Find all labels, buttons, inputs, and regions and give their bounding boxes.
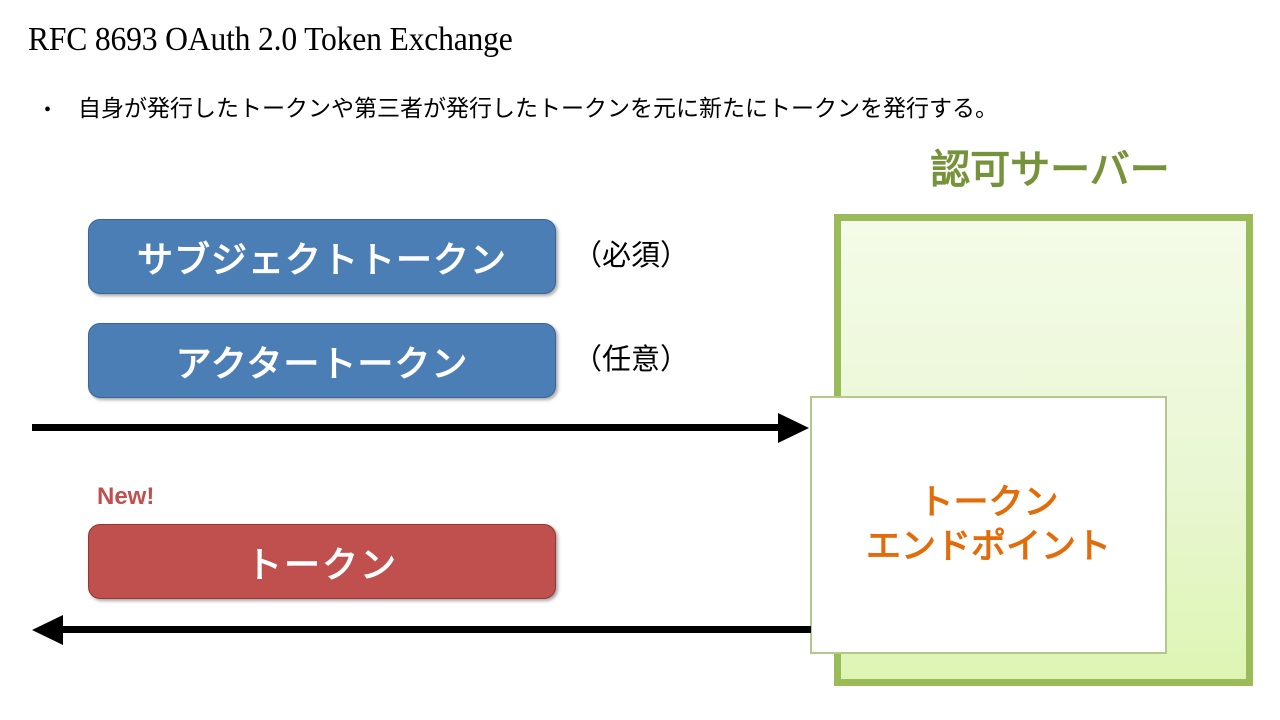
response-arrow-shaft xyxy=(56,626,811,633)
request-arrow-head-icon xyxy=(778,413,809,443)
token-endpoint-box: トークン エンドポイント xyxy=(810,396,1167,654)
request-arrow-shaft xyxy=(32,424,792,431)
subject-token-note: （必須） xyxy=(573,240,690,272)
token-endpoint-label: トークン エンドポイント xyxy=(865,483,1111,566)
actor-token-pill: アクタートークン xyxy=(88,323,556,398)
subject-token-pill: サブジェクトトークン xyxy=(88,219,556,294)
bullet-list-item: • 自身が発行したトークンや第三者が発行したトークンを元に新たにトークンを発行す… xyxy=(44,94,998,125)
response-arrow-head-icon xyxy=(32,615,63,645)
bullet-marker-icon: • xyxy=(44,99,52,121)
authorization-server-label: 認可サーバー xyxy=(930,148,1170,192)
issued-token-pill: トークン xyxy=(88,524,556,599)
new-badge: New! xyxy=(97,483,155,510)
actor-token-note: （任意） xyxy=(573,344,690,376)
bullet-text: 自身が発行したトークンや第三者が発行したトークンを元に新たにトークンを発行する。 xyxy=(78,96,998,121)
page-title: RFC 8693 OAuth 2.0 Token Exchange xyxy=(28,21,513,58)
